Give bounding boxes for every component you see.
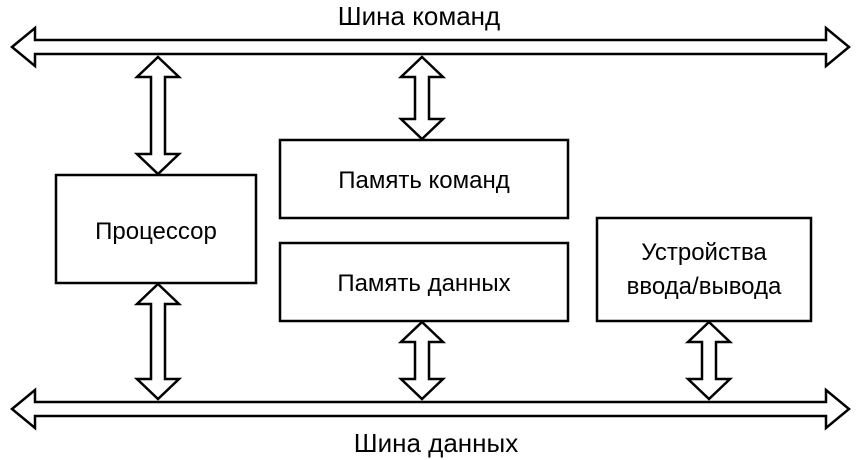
io-devices-bus-connector	[684, 320, 734, 401]
vertical-connectors	[133, 55, 734, 401]
processor-block	[54, 173, 258, 285]
data-bus-label: Шина данных	[354, 428, 518, 458]
command-memory-block	[278, 138, 570, 220]
data-memory-block	[278, 241, 570, 323]
command-memory-bus-connector	[397, 55, 447, 141]
processor-command-bus-connector	[133, 55, 183, 176]
data-bus-arrow	[10, 387, 851, 431]
command-bus-arrow	[10, 25, 851, 69]
io-devices-label-line1: Устройства	[641, 239, 767, 266]
processor-label: Процессор	[95, 218, 217, 245]
command-memory-label: Память команд	[338, 167, 509, 194]
command-bus-label: Шина команд	[338, 1, 500, 31]
io-devices-block	[595, 216, 813, 323]
processor-data-bus-connector	[133, 282, 183, 401]
data-memory-bus-connector	[397, 320, 447, 401]
io-devices-label-line2: ввода/вывода	[627, 273, 782, 300]
data-memory-label: Память данных	[337, 270, 510, 297]
